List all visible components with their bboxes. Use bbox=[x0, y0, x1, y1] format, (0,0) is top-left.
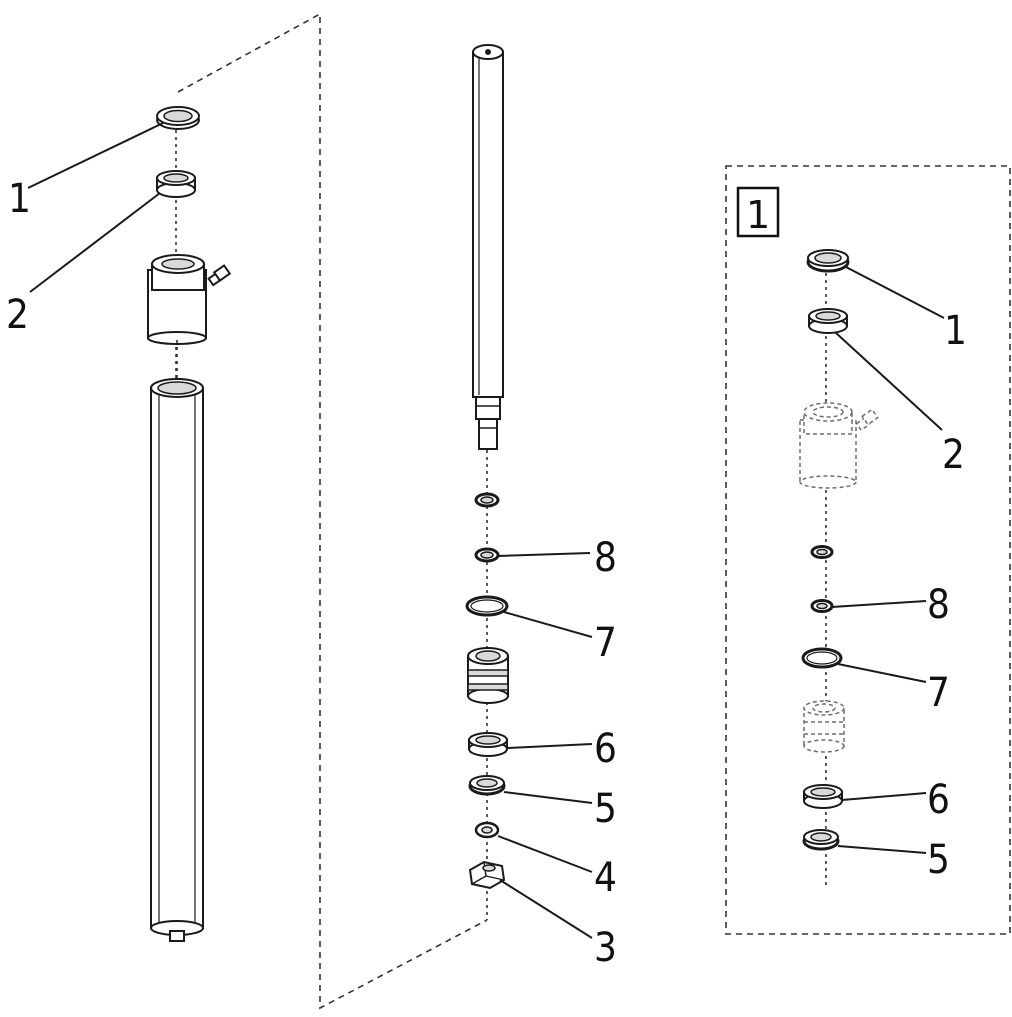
piston-rod bbox=[472, 44, 504, 450]
left-assembly: 1 2 bbox=[6, 106, 232, 942]
callout-7-middle: 7 bbox=[594, 620, 617, 666]
left-ring-part-1 bbox=[156, 106, 200, 130]
leader-6-detail bbox=[841, 792, 927, 801]
callout-2-left: 2 bbox=[6, 292, 29, 338]
detail-seal-part-8 bbox=[810, 599, 834, 613]
middle-ring-part-6 bbox=[468, 732, 508, 757]
callout-8-middle: 8 bbox=[594, 535, 617, 581]
callout-5-detail: 5 bbox=[927, 837, 950, 883]
middle-washer-part-4 bbox=[474, 821, 500, 839]
grease-fitting-icon bbox=[207, 264, 232, 287]
middle-assembly: 8 7 6 5 4 3 bbox=[465, 44, 617, 971]
callout-3-middle: 3 bbox=[594, 925, 617, 971]
leader-1-detail bbox=[843, 265, 945, 319]
callout-8-detail: 8 bbox=[927, 582, 950, 628]
left-cylinder-tube bbox=[150, 378, 204, 942]
callout-4-middle: 4 bbox=[594, 855, 617, 901]
leader-4-middle bbox=[497, 835, 593, 873]
detail-ring-part-7 bbox=[801, 647, 843, 669]
leader-7-detail bbox=[837, 663, 927, 683]
detail-panel-label: 1 bbox=[746, 193, 770, 237]
leader-3-middle bbox=[499, 879, 593, 939]
leader-7-middle bbox=[503, 611, 593, 638]
detail-ring-part-1 bbox=[806, 249, 850, 273]
callout-6-detail: 6 bbox=[927, 777, 950, 823]
leader-5-middle bbox=[503, 791, 593, 804]
leader-5-detail bbox=[837, 845, 927, 854]
callout-1-left: 1 bbox=[8, 176, 31, 222]
assembly-frame bbox=[177, 12, 488, 1010]
callout-6-middle: 6 bbox=[594, 726, 617, 772]
left-housing bbox=[147, 254, 232, 345]
detail-ghost-housing bbox=[799, 402, 879, 489]
middle-nut-part-3 bbox=[468, 860, 506, 890]
callout-1-detail: 1 bbox=[944, 308, 967, 354]
detail-ring-part-5 bbox=[802, 829, 840, 851]
leader-8-detail bbox=[831, 600, 927, 608]
middle-seal-part-8 bbox=[474, 547, 500, 563]
detail-panel-label-box bbox=[736, 186, 780, 238]
small-seal-top bbox=[474, 492, 500, 508]
leader-8-middle bbox=[497, 552, 591, 557]
detail-small-seal-top bbox=[810, 545, 834, 559]
detail-panel: 1 bbox=[725, 165, 1011, 935]
leader-2-detail bbox=[835, 332, 943, 431]
detail-panel-border bbox=[725, 165, 1011, 935]
callout-2-detail: 2 bbox=[942, 432, 965, 478]
piston bbox=[467, 647, 509, 704]
leader-6-middle bbox=[506, 743, 593, 749]
detail-ring-part-6 bbox=[803, 784, 843, 809]
middle-ring-part-5 bbox=[468, 775, 506, 796]
detail-ring-part-2 bbox=[808, 308, 848, 334]
detail-ghost-piston bbox=[803, 700, 845, 753]
middle-ring-part-7 bbox=[465, 595, 509, 617]
left-ring-part-2 bbox=[156, 170, 196, 198]
leader-1-left bbox=[27, 122, 164, 189]
leader-2-left bbox=[29, 192, 161, 293]
callout-7-detail: 7 bbox=[927, 670, 950, 716]
callout-5-middle: 5 bbox=[594, 786, 617, 832]
